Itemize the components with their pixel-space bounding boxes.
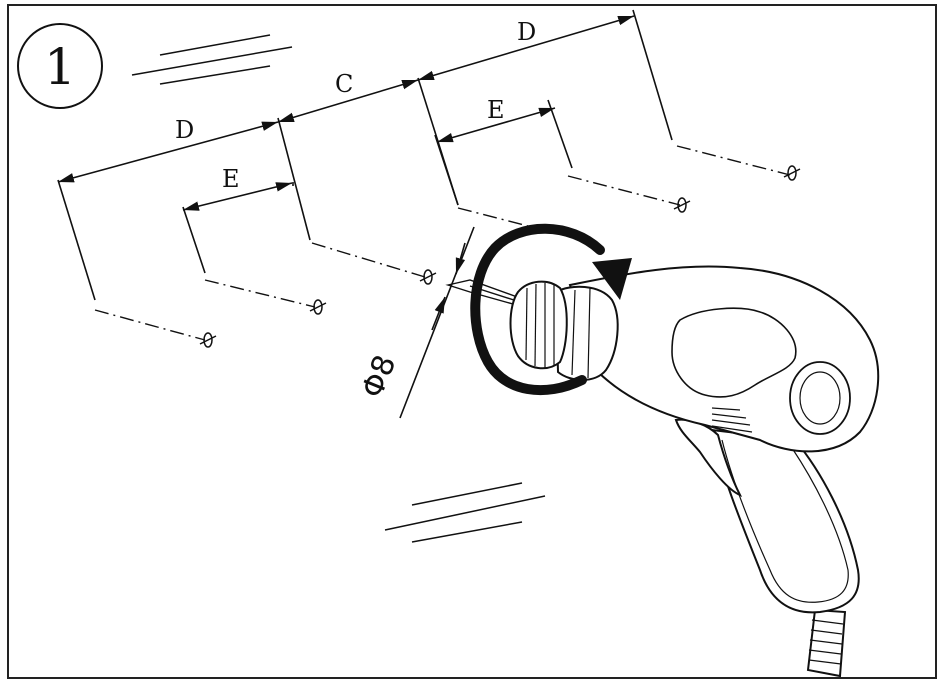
dim-label-e-right: E xyxy=(487,96,505,124)
hole-axis-lines xyxy=(94,145,791,341)
rotation-arrow-icon xyxy=(470,223,632,396)
drill-diameter-label: Φ8 xyxy=(355,350,403,403)
dim-label-d-left: D xyxy=(175,116,194,144)
hole-mark-icon xyxy=(673,197,691,213)
hole-marks xyxy=(199,165,801,348)
dim-label-e-left: E xyxy=(222,165,240,193)
dim-label-c: C xyxy=(335,70,353,98)
hole-mark-icon xyxy=(309,299,327,315)
hole-mark-icon xyxy=(783,165,801,181)
hole-mark-icon xyxy=(199,332,217,348)
dimension-lines xyxy=(57,15,635,211)
hole-mark-icon xyxy=(419,269,437,285)
drill-bit xyxy=(445,279,521,307)
step-number: 1 xyxy=(44,38,76,96)
dim-label-d-right: D xyxy=(517,18,536,46)
step-badge: 1 xyxy=(17,23,103,109)
drill-tool-icon xyxy=(509,265,880,678)
diameter-callout xyxy=(399,226,475,419)
motion-lines-top xyxy=(131,34,293,85)
motion-lines-bottom xyxy=(384,482,546,543)
dimension-labels: D E C D E xyxy=(175,18,536,193)
extension-lines xyxy=(57,9,673,301)
